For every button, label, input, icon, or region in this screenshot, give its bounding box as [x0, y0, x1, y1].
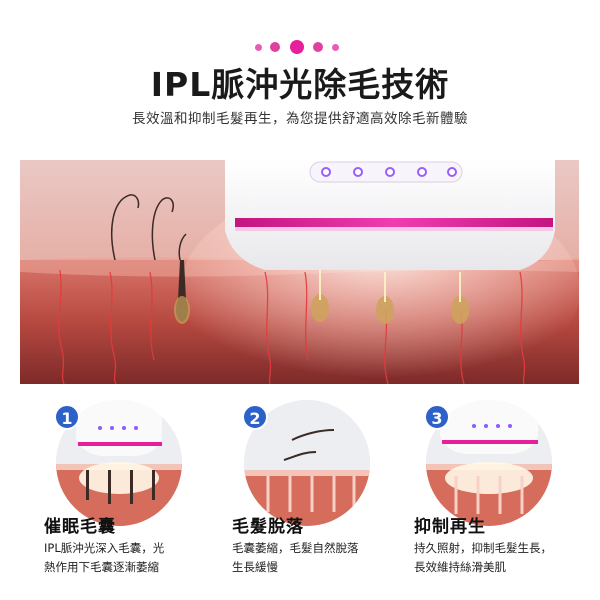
step-3-desc-line-1: 持久照射，抑制毛髮生長，	[414, 541, 552, 555]
step-2-desc-line-1: 毛囊萎縮，毛髮自然脫落	[232, 541, 359, 555]
dot-4	[313, 42, 323, 52]
hero-svg	[20, 160, 579, 384]
step-3-svg	[426, 400, 552, 526]
step-2: 2 毛髮脫落 毛囊萎縮，毛髮自然脫落 生長緩慢	[232, 390, 417, 600]
step-1: 1 催眠毛囊 IPL脈沖光深入毛囊，光 熱作用下毛囊逐漸萎縮	[44, 390, 229, 600]
step-3-illustration	[426, 400, 552, 526]
step-1-number-badge: 1	[54, 404, 80, 430]
decorative-dots	[0, 40, 600, 54]
step-1-description: IPL脈沖光深入毛囊，光 熱作用下毛囊逐漸萎縮	[44, 539, 164, 577]
dot-1	[255, 44, 262, 51]
step-3-label: 抑制再生	[414, 517, 486, 537]
dot-5	[332, 44, 339, 51]
hero-illustration	[20, 160, 579, 384]
step-3-desc-line-2: 長效維持絲滑美肌	[414, 560, 506, 574]
step-3-number-badge: 3	[424, 404, 450, 430]
step-1-label: 催眠毛囊	[44, 517, 116, 537]
step-2-desc-line-2: 生長緩慢	[232, 560, 278, 574]
dot-2	[270, 42, 280, 52]
step-2-label: 毛髮脫落	[232, 517, 304, 537]
step-3-description: 持久照射，抑制毛髮生長， 長效維持絲滑美肌	[414, 539, 552, 577]
step-1-desc-line-2: 熱作用下毛囊逐漸萎縮	[44, 560, 159, 574]
page-subtitle: 長效溫和抑制毛髮再生，為您提供舒適高效除毛新體驗	[132, 111, 468, 127]
step-2-number-badge: 2	[242, 404, 268, 430]
dot-3	[290, 40, 304, 54]
step-1-desc-line-1: IPL脈沖光深入毛囊，光	[44, 541, 165, 555]
step-3: 3 抑制再生 持久照射，抑制毛髮生長， 長效維持絲滑美肌	[414, 390, 599, 600]
step-2-description: 毛囊萎縮，毛髮自然脫落 生長緩慢	[232, 539, 359, 577]
page-title: IPL脈沖光除毛技術	[150, 65, 450, 104]
